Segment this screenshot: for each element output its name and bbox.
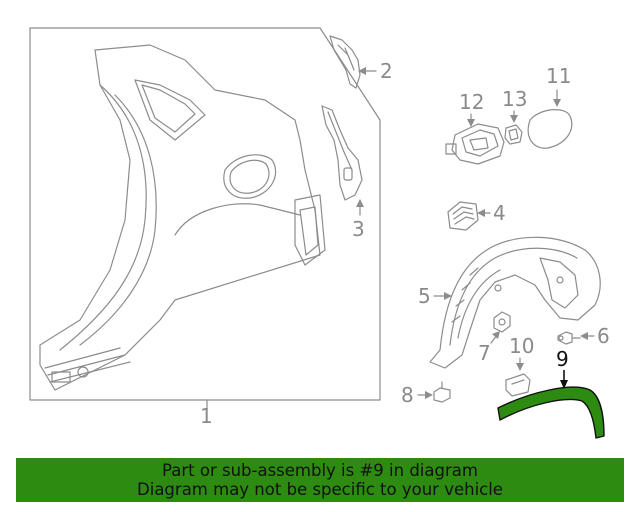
reinforcement-part-3[interactable] — [321, 105, 364, 216]
callout-5: 5 — [418, 284, 431, 308]
bracket-part-2[interactable] — [329, 35, 377, 89]
banner-line-2: Diagram may not be specific to your vehi… — [137, 480, 503, 499]
callout-1: 1 — [200, 404, 213, 428]
callout-3: 3 — [352, 217, 365, 241]
callout-8: 8 — [401, 383, 414, 407]
banner-line-1: Part or sub-assembly is #9 in diagram — [162, 461, 478, 480]
callout-9: 9 — [556, 347, 569, 371]
fuel-filler-housing-part-12[interactable] — [445, 113, 505, 165]
callout-6: 6 — [597, 324, 610, 348]
parts-diagram: 1 2 3 12 13 11 — [29, 27, 610, 439]
callout-12: 12 — [459, 90, 484, 114]
wheel-arch-molding-part-9[interactable] — [497, 370, 605, 439]
callout-2: 2 — [380, 59, 393, 83]
vent-part-4[interactable] — [447, 201, 491, 231]
callout-10: 10 — [509, 334, 534, 358]
hinge-part-13[interactable] — [504, 110, 523, 145]
quarter-panel-part-1[interactable] — [29, 27, 381, 411]
callout-7: 7 — [478, 341, 491, 365]
callout-4: 4 — [493, 201, 506, 225]
callout-13: 13 — [502, 87, 527, 111]
callout-11: 11 — [546, 64, 571, 88]
nut-part-7[interactable] — [490, 311, 511, 344]
wheelhouse-liner-part-5[interactable] — [429, 236, 601, 369]
bolt-part-8[interactable] — [417, 381, 451, 403]
clip-part-10[interactable] — [505, 357, 531, 397]
part-notice-banner: Part or sub-assembly is #9 in diagram Di… — [16, 458, 624, 502]
clip-part-6[interactable] — [557, 331, 595, 345]
fuel-door-part-11[interactable] — [527, 89, 573, 149]
